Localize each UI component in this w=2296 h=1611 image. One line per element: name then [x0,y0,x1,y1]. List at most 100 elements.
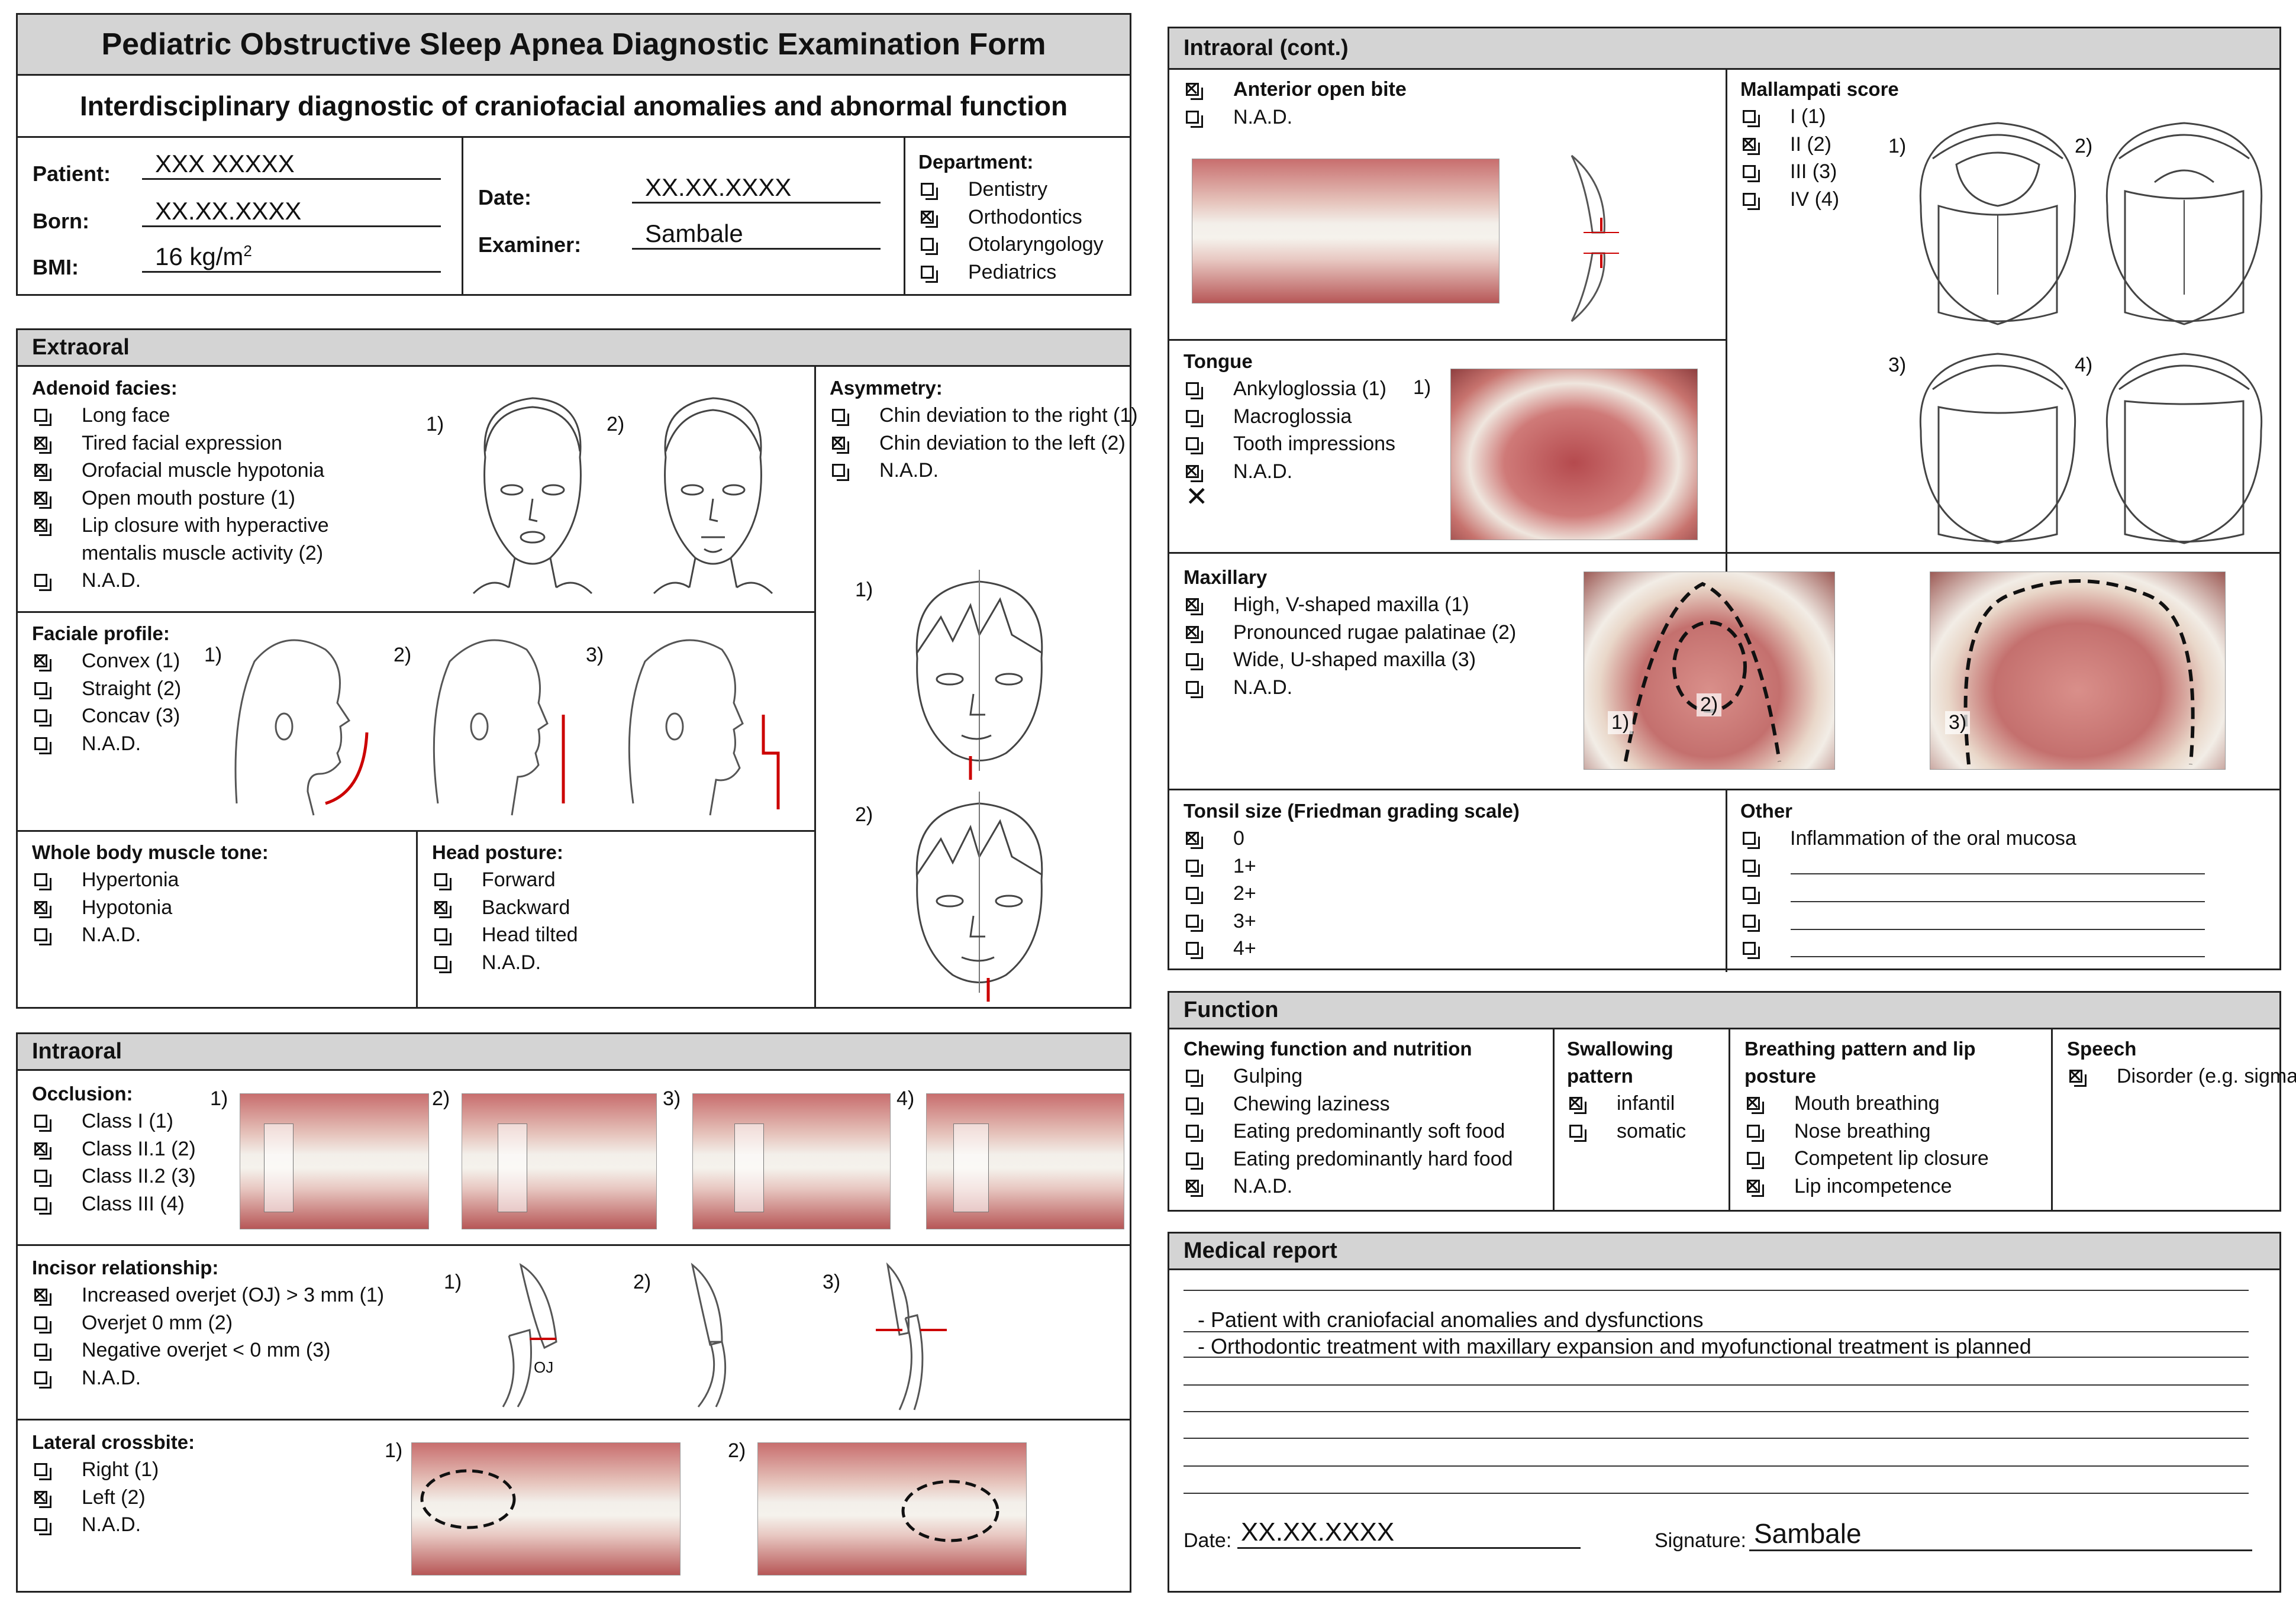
checked-checkbox[interactable] [32,460,51,481]
bmi-field[interactable]: 16 kg/m2 [142,242,441,273]
option-row[interactable]: Nose breathing [1744,1118,2046,1145]
checkbox[interactable] [434,873,452,890]
checkbox[interactable] [34,737,51,754]
checkbox[interactable] [921,238,938,255]
checkbox[interactable] [1569,1124,1586,1142]
checkbox[interactable] [34,682,51,699]
option-row[interactable]: Eating predominantly hard food [1184,1145,1550,1173]
option-row[interactable]: Gulping [1184,1063,1550,1090]
checkbox[interactable] [1186,887,1203,904]
checkbox[interactable] [34,873,51,890]
checkbox[interactable] [34,409,51,426]
checkbox[interactable] [34,574,51,591]
option-row[interactable]: High, V-shaped maxilla (1) [1184,591,1550,619]
checked-checkbox[interactable] [1744,1093,1764,1114]
option-row[interactable]: Macroglossia [1184,403,1432,431]
option-row[interactable]: Chin deviation to the left (2) [830,430,1126,457]
checkbox[interactable] [921,265,938,283]
option-row[interactable] [1740,935,2214,963]
checkbox[interactable] [34,709,51,727]
checkbox[interactable] [1186,653,1203,670]
option-row[interactable]: Open mouth posture (1) [32,485,375,512]
option-row[interactable]: Class I (1) [32,1108,227,1135]
exam-date-field[interactable]: XX.XX.XXXX [632,173,881,204]
checkbox[interactable] [1186,1097,1203,1115]
option-row[interactable]: Orthodontics [918,204,1131,231]
option-row[interactable]: Chewing laziness [1184,1090,1550,1118]
option-row[interactable]: I (1) [1740,103,1871,131]
option-row[interactable]: 1+ [1184,853,1479,880]
option-row[interactable]: somatic [1567,1118,1727,1145]
checked-checkbox[interactable] [2067,1066,2087,1087]
checkbox[interactable] [1186,914,1203,932]
checked-checkbox[interactable] [32,515,51,536]
checked-checkbox[interactable] [1567,1093,1586,1114]
option-row[interactable]: 3+ [1184,908,1479,935]
option-row[interactable]: Head tilted [432,921,787,949]
checkbox[interactable] [921,183,938,200]
option-row[interactable]: Dentistry [918,176,1131,204]
checked-checkbox[interactable] [918,207,938,228]
checkbox[interactable] [832,409,849,426]
checked-checkbox[interactable] [1184,461,1203,482]
option-row[interactable]: Class III (4) [32,1190,227,1218]
checked-checkbox[interactable] [32,651,51,671]
option-row[interactable]: Ankyloglossia (1) [1184,375,1432,403]
checked-checkbox[interactable] [32,1487,51,1508]
option-row[interactable]: Pediatrics [918,259,1131,286]
option-row[interactable]: Anterior open bite [1184,76,1479,104]
option-row[interactable]: N.A.D. [32,567,375,595]
option-row[interactable]: Orofacial muscle hypotonia [32,457,375,485]
option-row[interactable]: Backward [432,894,787,922]
option-row[interactable]: N.A.D. [1184,458,1432,486]
option-row[interactable]: Forward [432,866,787,894]
option-row[interactable]: Class II.2 (3) [32,1163,227,1190]
option-row[interactable] [1740,853,2214,880]
checked-checkbox[interactable] [1184,1176,1203,1197]
option-row[interactable]: Overjet 0 mm (2) [32,1309,417,1337]
option-row[interactable] [1740,880,2214,908]
checkbox[interactable] [434,955,452,973]
option-row[interactable]: 2+ [1184,880,1479,908]
option-row[interactable]: Long face [32,402,375,430]
checkbox[interactable] [1186,1125,1203,1142]
option-row[interactable]: N.A.D. [1184,674,1550,702]
option-row[interactable]: Otolaryngology [918,231,1131,259]
checkbox[interactable] [34,1371,51,1389]
report-text-line-2[interactable]: - Orthodontic treatment with maxillary e… [1198,1334,2031,1358]
checkbox[interactable] [1186,437,1203,454]
option-row[interactable]: Right (1) [32,1456,328,1484]
checkbox[interactable] [1743,859,1760,877]
option-row[interactable]: N.A.D. [32,1511,328,1539]
option-row[interactable]: III (3) [1740,158,1871,186]
checkbox[interactable] [832,464,849,481]
checked-checkbox[interactable] [1184,595,1203,615]
option-row[interactable]: N.A.D. [432,949,787,977]
checkbox[interactable] [34,1197,51,1215]
examiner-field[interactable]: Sambale [632,219,881,250]
option-row[interactable]: N.A.D. [32,921,387,949]
checkbox[interactable] [1743,942,1760,959]
option-row[interactable]: IV (4) [1740,186,1871,214]
report-signature-field[interactable]: Sambale [1749,1518,2252,1551]
checkbox[interactable] [1186,680,1203,698]
checked-checkbox[interactable] [1740,134,1760,155]
option-row[interactable]: Straight (2) [32,675,227,703]
option-row[interactable]: Hypotonia [32,894,387,922]
checked-checkbox[interactable] [32,1139,51,1160]
checked-checkbox[interactable] [1744,1176,1764,1197]
checkbox[interactable] [34,1316,51,1334]
checked-checkbox[interactable] [1184,828,1203,849]
checked-checkbox[interactable] [1184,622,1203,643]
option-row[interactable]: Wide, U-shaped maxilla (3) [1184,646,1550,674]
option-row[interactable]: Mouth breathing [1744,1090,2046,1118]
checkbox[interactable] [1186,382,1203,399]
report-text-line-1[interactable]: - Patient with craniofacial anomalies an… [1198,1307,1704,1332]
checkbox[interactable] [1186,409,1203,427]
option-row[interactable]: Competent lip closure [1744,1145,2046,1173]
checkbox[interactable] [1743,110,1760,127]
checked-checkbox[interactable] [432,897,452,918]
option-row[interactable]: Disorder (e.g. sigmatism) [2067,1063,2296,1090]
option-row[interactable]: Eating predominantly soft food [1184,1118,1550,1145]
checkbox[interactable] [434,928,452,945]
